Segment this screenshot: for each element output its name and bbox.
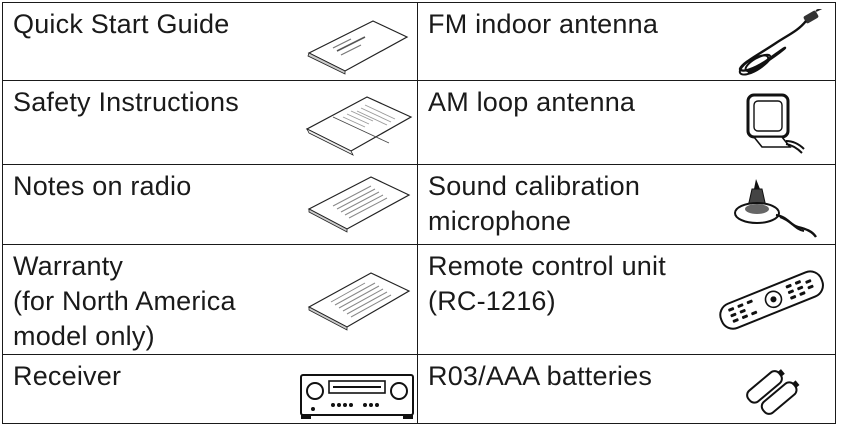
item-label: Sound calibration microphone	[428, 171, 641, 236]
fm-antenna-cable-icon	[728, 9, 828, 77]
item-quick-start-guide: Quick Start Guide	[3, 3, 418, 81]
item-label: Receiver	[13, 361, 122, 391]
batteries-icon	[744, 367, 804, 417]
microphone-icon	[732, 173, 822, 239]
item-sound-calibration-microphone: Sound calibration microphone	[418, 165, 835, 245]
item-label: Notes on radio	[13, 171, 192, 201]
item-receiver: Receiver	[3, 355, 418, 423]
item-label: Quick Start Guide	[13, 9, 230, 39]
booklet-icon	[303, 91, 415, 157]
item-label: R03/AAA batteries	[428, 361, 653, 391]
item-remote-control-unit: Remote control unit (RC-1216)	[418, 245, 835, 355]
item-safety-instructions: Safety Instructions	[3, 81, 418, 165]
item-label: Warranty (for North America model only)	[13, 251, 236, 351]
sheet-icon	[305, 173, 413, 237]
item-fm-indoor-antenna: FM indoor antenna	[418, 3, 835, 81]
am-loop-antenna-icon	[738, 91, 808, 157]
folded-guide-icon	[303, 17, 413, 75]
remote-control-icon	[714, 259, 830, 343]
item-label: Remote control unit (RC-1216)	[428, 251, 666, 316]
item-batteries: R03/AAA batteries	[418, 355, 835, 423]
item-label: Safety Instructions	[13, 87, 239, 117]
item-label: AM loop antenna	[428, 87, 636, 117]
warranty-sheet-icon	[305, 267, 413, 333]
item-notes-on-radio: Notes on radio	[3, 165, 418, 245]
item-label: FM indoor antenna	[428, 9, 659, 39]
item-am-loop-antenna: AM loop antenna	[418, 81, 835, 165]
item-warranty: Warranty (for North America model only)	[3, 245, 418, 355]
accessories-table: Quick Start Guide FM indoor antenna Sa	[2, 2, 836, 424]
receiver-icon	[299, 371, 415, 421]
